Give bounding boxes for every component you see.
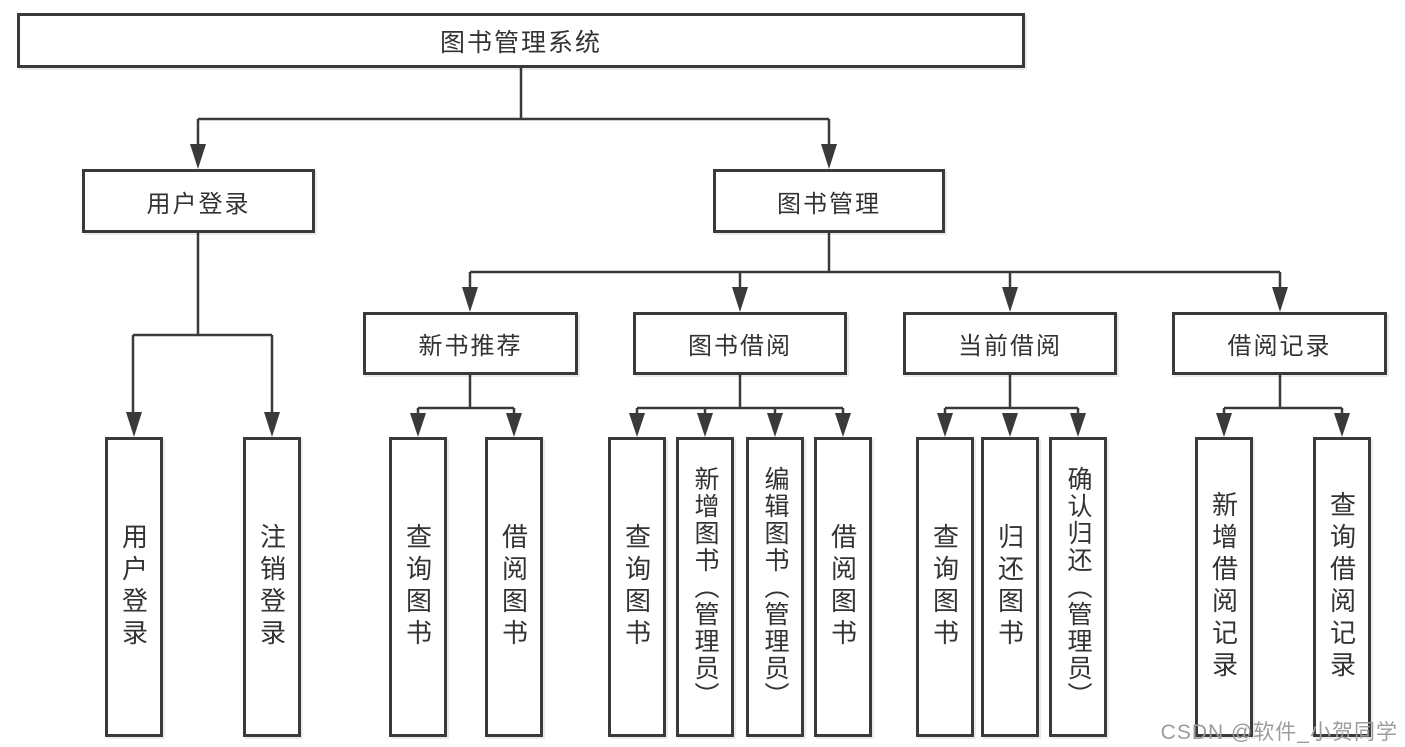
leaf-cb-return-books: 归还图书: [981, 437, 1039, 737]
leaf-br-query-record: 查询借阅记录: [1313, 437, 1371, 737]
leaf-user-login: 用户登录: [105, 437, 163, 737]
leaf-rec-borrow-books: 借阅图书: [485, 437, 543, 737]
edge-book-mgmt-to-level3: [462, 233, 1288, 312]
leaf-br-add-record: 新增借阅记录: [1195, 437, 1253, 737]
node-current-borrowing: 当前借阅: [903, 312, 1117, 375]
node-book-borrowing: 图书借阅: [633, 312, 847, 375]
leaf-bb-query-books: 查询图书: [608, 437, 666, 737]
edge-new-book-rec-to-leaves: [410, 375, 522, 437]
leaf-cb-confirm-return-admin: 确认归还（管理员）: [1049, 437, 1107, 737]
leaf-cb-query-books: 查询图书: [916, 437, 974, 737]
leaf-bb-edit-books-admin: 编辑图书（管理员）: [746, 437, 804, 737]
edge-borrow-records-to-leaves: [1216, 375, 1350, 437]
leaf-bb-borrow-books: 借阅图书: [814, 437, 872, 737]
node-borrowing-records: 借阅记录: [1172, 312, 1387, 375]
csdn-watermark: CSDN @软件_小贺同学: [1160, 721, 1398, 744]
leaf-bb-add-books-admin: 新增图书（管理员）: [676, 437, 734, 737]
edge-book-borrow-to-leaves: [629, 375, 851, 437]
node-library-management-system: 图书管理系统: [17, 13, 1025, 68]
leaf-rec-query-books: 查询图书: [389, 437, 447, 737]
node-new-book-recommendation: 新书推荐: [363, 312, 578, 375]
node-book-management-group: 图书管理: [713, 169, 945, 233]
edge-user-login-to-leaves: [126, 233, 280, 437]
edge-root-to-level2: [190, 68, 837, 169]
leaf-logout: 注销登录: [243, 437, 301, 737]
node-user-login-group: 用户登录: [82, 169, 315, 233]
edge-current-borrow-to-leaves: [937, 375, 1086, 437]
